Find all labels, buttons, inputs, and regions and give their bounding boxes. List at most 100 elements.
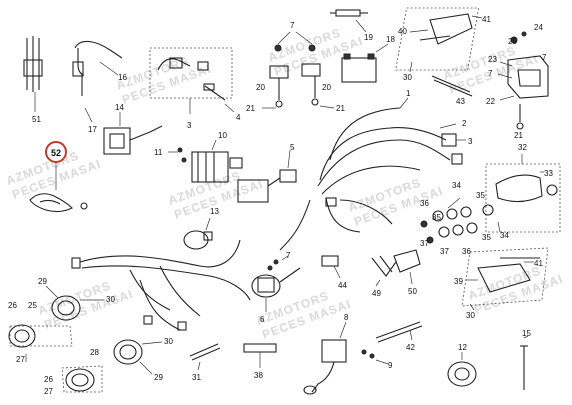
- callout-30: 30: [466, 311, 475, 320]
- part-16-ignition-cable: [72, 40, 123, 123]
- callout-41: 41: [534, 259, 543, 268]
- part-51-connector-leads: [23, 36, 43, 112]
- part-49-clips: [371, 255, 397, 287]
- part-27-lamp-lower: [61, 365, 103, 393]
- callout-23: 23: [488, 55, 497, 64]
- callout-15: 15: [522, 329, 531, 338]
- callout-7: 7: [286, 251, 291, 260]
- callout-25: 25: [508, 37, 517, 46]
- callout-37: 37: [420, 239, 429, 248]
- callout-27: 27: [16, 355, 25, 364]
- part-50-cover: [393, 249, 421, 285]
- callout-26: 26: [44, 375, 53, 384]
- callout-7: 7: [542, 53, 547, 62]
- callout-37: 37: [440, 247, 449, 256]
- callout-20: 20: [256, 83, 265, 92]
- callout-44: 44: [338, 281, 347, 290]
- part-19-fuse: [330, 9, 368, 33]
- callout-51: 51: [32, 115, 41, 124]
- callout-31: 31: [192, 373, 201, 382]
- callout-21: 21: [246, 104, 255, 113]
- callout-5: 5: [290, 143, 295, 152]
- part-42-strap: [375, 321, 423, 343]
- part-43-strap: [431, 75, 473, 97]
- callout-1: 1: [406, 89, 411, 98]
- watermarks: AZMOTORS PECES MASAI AZMOTORS PECES MASA…: [4, 26, 565, 342]
- part-29-headlamp: [45, 285, 104, 321]
- callout-35: 35: [482, 233, 491, 242]
- highlight-label: 52: [51, 148, 61, 158]
- callout-3: 3: [187, 121, 192, 130]
- callout-50: 50: [408, 287, 417, 296]
- callout-30: 30: [164, 337, 173, 346]
- callout-26: 26: [8, 301, 17, 310]
- part-44-switch: [321, 255, 341, 279]
- part-1-main-wiring-harness: [279, 97, 466, 251]
- callout-13: 13: [210, 207, 219, 216]
- callout-29: 29: [154, 373, 163, 382]
- callout-6: 6: [260, 315, 265, 324]
- callout-7: 7: [290, 21, 295, 30]
- callout-25: 25: [28, 301, 37, 310]
- callout-36: 36: [462, 247, 471, 256]
- part-31-strap: [189, 343, 221, 371]
- callout-22: 22: [486, 97, 495, 106]
- callout-39: 39: [454, 277, 463, 286]
- callout-3: 3: [468, 137, 473, 146]
- callout-36: 36: [420, 199, 429, 208]
- callout-16: 16: [118, 73, 127, 82]
- callout-14: 14: [115, 103, 124, 112]
- callout-33: 33: [544, 169, 553, 178]
- callout-35: 35: [476, 191, 485, 200]
- callout-8: 8: [344, 313, 349, 322]
- callout-21: 21: [336, 104, 345, 113]
- callout-32: 32: [518, 143, 527, 152]
- part-22-mount-bracket: [497, 31, 549, 130]
- part-5-cdi-unit: [237, 149, 297, 203]
- callout-11: 11: [154, 148, 163, 157]
- part-52-highlighted: [29, 141, 88, 213]
- callout-42: 42: [406, 343, 415, 352]
- part-34-bulb-sockets: [420, 197, 501, 244]
- callout-34: 34: [452, 181, 461, 190]
- callout-24: 24: [534, 23, 543, 32]
- part-20-relay-mounts: [262, 31, 335, 109]
- part-13-horn: [183, 217, 213, 250]
- callout-35: 35: [432, 213, 441, 222]
- callout-12: 12: [458, 343, 467, 352]
- callout-30: 30: [106, 295, 115, 304]
- callout-9: 9: [388, 361, 393, 370]
- callout-27: 27: [44, 387, 53, 396]
- callout-4: 4: [236, 113, 241, 122]
- part-15-screw: [520, 335, 529, 390]
- part-41-bracket-assembly: [395, 7, 483, 73]
- callout-43: 43: [456, 97, 465, 106]
- callout-40: 40: [398, 27, 407, 36]
- callout-21: 21: [514, 131, 523, 140]
- callout-2: 2: [462, 119, 467, 128]
- part-27-lamp-left: [8, 324, 73, 362]
- part-14-connector-box: [103, 112, 163, 155]
- callout-19: 19: [364, 33, 373, 42]
- callout-34: 34: [500, 231, 509, 240]
- part-39-lower-bracket: [461, 247, 549, 311]
- callout-17: 17: [88, 125, 97, 134]
- part-18-battery: [341, 43, 389, 83]
- part-10-regulator: [168, 139, 243, 183]
- callout-30: 30: [403, 73, 412, 82]
- part-3-harness-subassembly: [149, 47, 235, 114]
- part-6-ignition-switch: [251, 255, 301, 312]
- part-harness-secondary: [71, 239, 251, 331]
- part-12-sensor: [447, 352, 477, 387]
- part-32-taillight-assembly: [485, 154, 561, 233]
- part-28-lamp-right: [113, 339, 163, 375]
- callout-28: 28: [90, 348, 99, 357]
- callout-10: 10: [218, 131, 227, 140]
- callout-7: 7: [488, 69, 493, 78]
- callout-18: 18: [386, 35, 395, 44]
- callout-29: 29: [38, 277, 47, 286]
- part-8-ignition-coil: [303, 321, 389, 395]
- callout-20: 20: [322, 83, 331, 92]
